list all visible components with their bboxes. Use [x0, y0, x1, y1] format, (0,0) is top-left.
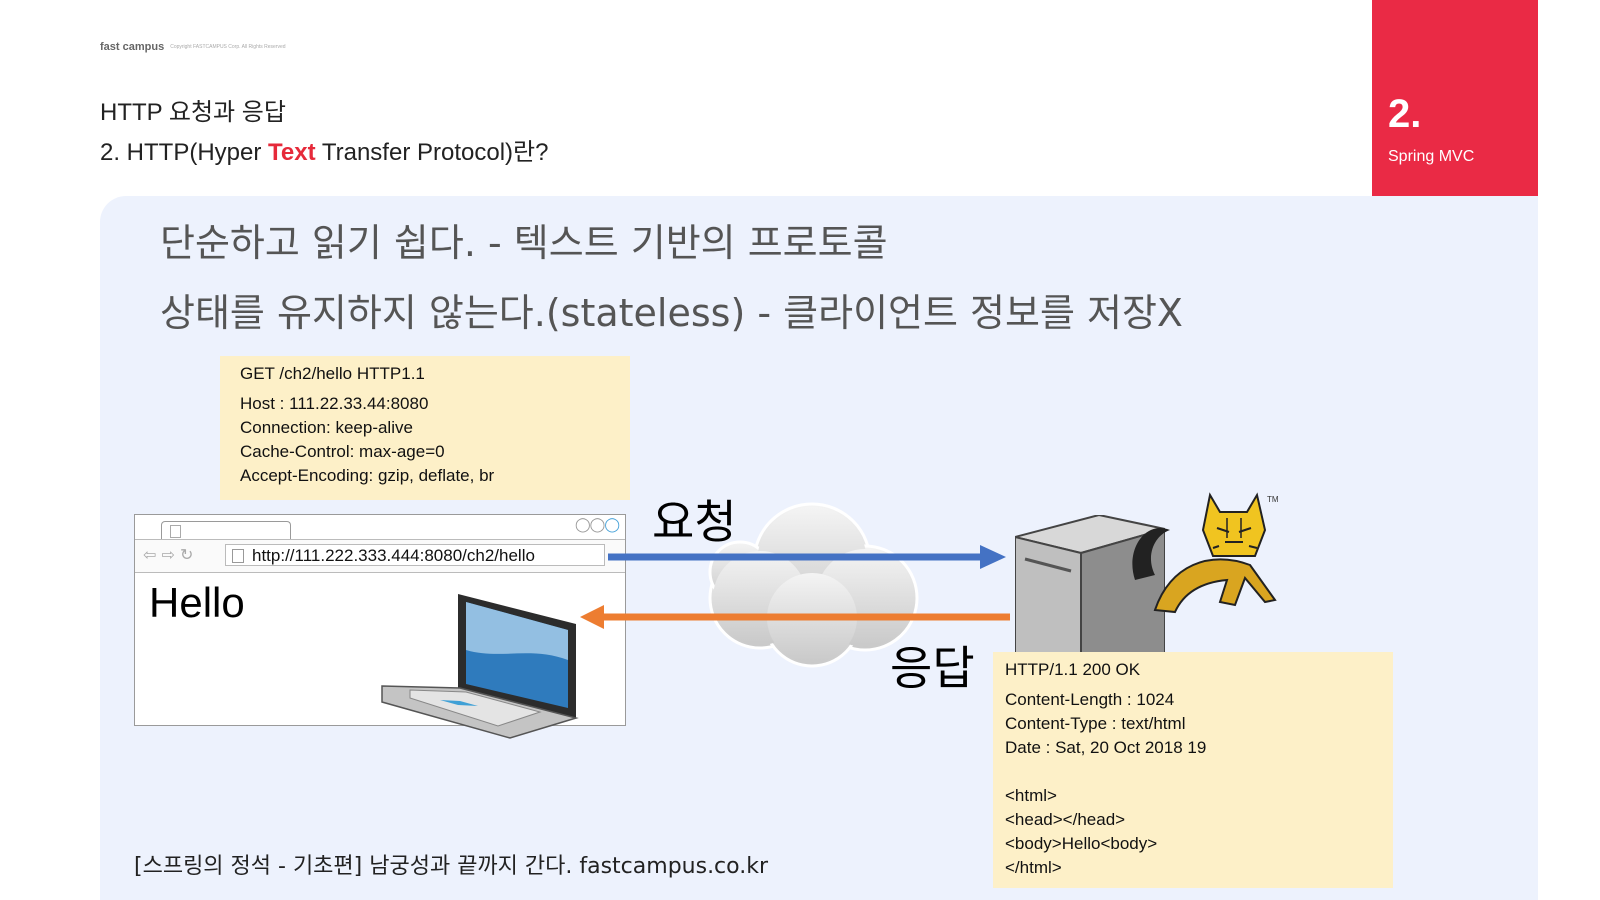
request-label: 요청: [652, 495, 737, 549]
response-header: Content-Type : text/html: [1005, 714, 1186, 733]
tomcat-cat-icon: TM: [1132, 492, 1279, 614]
request-message-note: GET /ch2/hello HTTP1.1 Host : 111.22.33.…: [220, 356, 630, 500]
response-label: 응답: [890, 641, 975, 695]
url-text: http://111.222.333.444:8080/ch2/hello: [252, 546, 535, 565]
window-controls: ◯◯◯: [574, 517, 620, 533]
tab-page-icon: [170, 525, 181, 538]
section-label: Spring MVC: [1388, 148, 1475, 165]
brand-copyright: Copyright FASTCAMPUS Corp. All Rights Re…: [170, 44, 286, 50]
point-text-based: 단순하고 읽기 쉽다. - 텍스트 기반의 프로토콜: [160, 221, 888, 265]
brand: fast campus Copyright FASTCAMPUS Corp. A…: [100, 41, 286, 53]
slide-title: HTTP 요청과 응답: [100, 99, 286, 126]
window-control-icon[interactable]: ◯: [589, 517, 606, 533]
brand-logo: fast campus: [100, 41, 165, 53]
response-body-line: <html>: [1005, 786, 1057, 805]
nav-buttons: ⇦ ⇨ ↻: [143, 545, 193, 564]
point-stateless: 상태를 유지하지 않는다.(stateless) - 클라이언트 정보를 저장X: [160, 291, 1183, 335]
browser-tab[interactable]: [161, 521, 291, 540]
window-control-icon[interactable]: ◯: [604, 517, 620, 533]
laptop-icon: [381, 594, 579, 739]
response-body-line: <body>Hello<body>: [1005, 834, 1158, 853]
response-body-line: <head></head>: [1005, 810, 1126, 829]
window-control-icon[interactable]: ◯: [574, 517, 591, 533]
page-icon: [232, 549, 244, 563]
footer-credit: [스프링의 정석 - 기초편] 남궁성과 끝까지 간다. fastcampus.…: [134, 854, 769, 879]
response-message-note: HTTP/1.1 200 OK Content-Length : 1024 Co…: [993, 652, 1393, 888]
back-arrow-icon[interactable]: ⇦: [143, 545, 157, 564]
tm-mark: TM: [1267, 495, 1279, 504]
address-bar[interactable]: http://111.222.333.444:8080/ch2/hello: [225, 544, 605, 566]
page-content: Hello: [149, 579, 245, 626]
blank-line: [1005, 760, 1393, 784]
status-line: HTTP/1.1 200 OK: [1005, 660, 1141, 679]
request-header: Connection: keep-alive: [240, 418, 413, 437]
request-header: Accept-Encoding: gzip, deflate, br: [240, 466, 495, 485]
internet-cloud-icon: [708, 502, 919, 668]
subtitle-highlight: Text: [268, 139, 316, 166]
request-arrow: [608, 545, 1006, 569]
http-arrows: [580, 545, 1010, 629]
response-arrow: [580, 605, 1010, 629]
response-header: Content-Length : 1024: [1005, 690, 1175, 709]
subtitle-prefix: 2. HTTP(Hyper: [100, 139, 269, 166]
response-body-line: </html>: [1005, 858, 1062, 877]
subtitle-suffix: Transfer Protocol)란?: [315, 139, 549, 166]
forward-arrow-icon[interactable]: ⇨: [161, 545, 175, 564]
request-header: Host : 111.22.33.44:8080: [240, 394, 429, 413]
request-header: Cache-Control: max-age=0: [240, 442, 445, 461]
response-header: Date : Sat, 20 Oct 2018 19: [1005, 738, 1207, 757]
reload-icon[interactable]: ↻: [180, 545, 194, 564]
request-line: GET /ch2/hello HTTP1.1: [240, 364, 425, 383]
section-number: 2.: [1388, 92, 1422, 136]
browser-toolbar: ⇦ ⇨ ↻ http://111.222.333.444:8080/ch2/he…: [135, 539, 625, 573]
slide-subtitle: 2. HTTP(Hyper Text Transfer Protocol)란?: [100, 132, 548, 167]
